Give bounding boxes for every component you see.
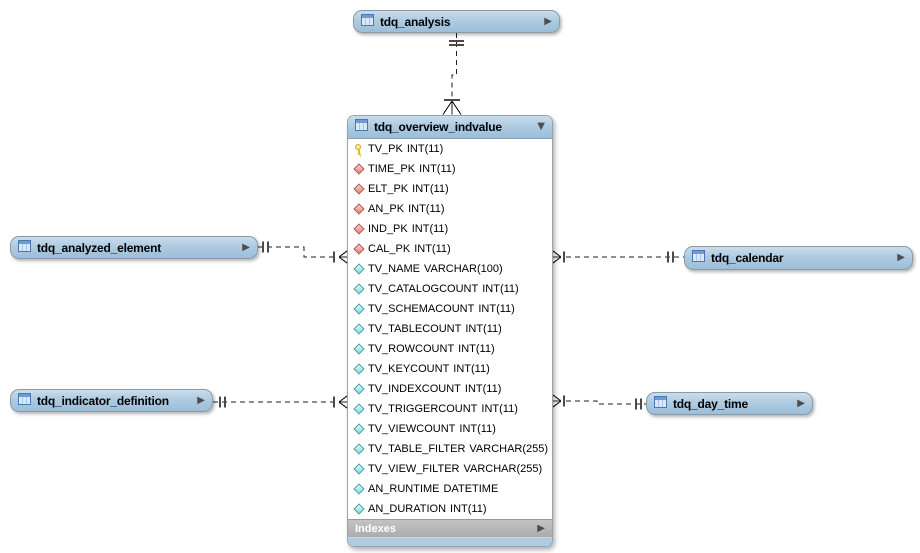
table-icon <box>18 392 31 410</box>
column-icon <box>353 464 364 475</box>
column-list: TV_PK INT(11) TIME_PK INT(11) ELT_PK INT… <box>348 139 552 519</box>
indexes-section-bar[interactable]: Indexes ▶ <box>348 519 552 537</box>
column-row[interactable]: AN_DURATION INT(11) <box>348 499 552 519</box>
column-icon <box>353 344 364 355</box>
foreign-key-icon <box>353 164 364 175</box>
column-row[interactable]: TV_VIEW_FILTER VARCHAR(255) <box>348 459 552 479</box>
column-icon <box>353 484 364 495</box>
table-icon <box>355 118 368 136</box>
column-row[interactable]: TV_NAME VARCHAR(100) <box>348 259 552 279</box>
column-icon <box>353 444 364 455</box>
table-icon <box>18 239 31 257</box>
column-row[interactable]: TV_KEYCOUNT INT(11) <box>348 359 552 379</box>
relationship-tdq-indicator-definition[interactable] <box>213 395 348 409</box>
table-icon <box>361 13 374 31</box>
column-row[interactable]: ELT_PK INT(11) <box>348 179 552 199</box>
table-icon <box>654 395 667 413</box>
foreign-key-icon <box>353 224 364 235</box>
foreign-key-icon <box>353 204 364 215</box>
expand-arrow-icon[interactable]: ▶ <box>242 241 250 253</box>
column-icon <box>353 364 364 375</box>
column-row[interactable]: TV_TABLECOUNT INT(11) <box>348 319 552 339</box>
table-footer <box>348 537 552 546</box>
table-tdq-indicator-definition[interactable]: tdq_indicator_definition ▶ <box>10 389 213 412</box>
column-icon <box>353 424 364 435</box>
expand-arrow-icon[interactable]: ▶ <box>537 522 545 534</box>
column-row[interactable]: CAL_PK INT(11) <box>348 239 552 259</box>
column-row[interactable]: TV_INDEXCOUNT INT(11) <box>348 379 552 399</box>
expand-arrow-icon[interactable]: ▶ <box>544 15 552 27</box>
column-row[interactable]: TV_CATALOGCOUNT INT(11) <box>348 279 552 299</box>
column-icon <box>353 404 364 415</box>
column-icon <box>353 504 364 515</box>
column-icon <box>353 324 364 335</box>
table-name: tdq_overview_indvalue <box>374 120 502 134</box>
table-name: tdq_analysis <box>380 14 451 29</box>
column-icon <box>353 304 364 315</box>
column-icon <box>353 284 364 295</box>
column-icon <box>353 264 364 275</box>
foreign-key-icon <box>353 184 364 195</box>
table-name: tdq_indicator_definition <box>37 393 169 408</box>
column-row[interactable]: TV_VIEWCOUNT INT(11) <box>348 419 552 439</box>
column-row[interactable]: AN_PK INT(11) <box>348 199 552 219</box>
primary-key-icon <box>353 143 364 155</box>
relationship-tdq-calendar[interactable] <box>552 250 684 264</box>
column-row[interactable]: TV_TABLE_FILTER VARCHAR(255) <box>348 439 552 459</box>
column-icon <box>353 384 364 395</box>
table-tdq-analysis[interactable]: tdq_analysis ▶ <box>353 10 560 33</box>
table-tdq-overview-indvalue[interactable]: tdq_overview_indvalue ▼ TV_PK INT(11) TI… <box>347 115 553 547</box>
column-row[interactable]: TIME_PK INT(11) <box>348 159 552 179</box>
column-row[interactable]: TV_TRIGGERCOUNT INT(11) <box>348 399 552 419</box>
collapse-arrow-icon[interactable]: ▼ <box>537 121 545 132</box>
expand-arrow-icon[interactable]: ▶ <box>897 252 905 263</box>
column-row[interactable]: AN_RUNTIME DATETIME <box>348 479 552 499</box>
table-name: tdq_day_time <box>673 396 748 411</box>
relationship-tdq-analyzed-element[interactable] <box>258 241 348 264</box>
foreign-key-icon <box>353 244 364 255</box>
table-tdq-calendar[interactable]: tdq_calendar ▶ <box>684 246 913 270</box>
table-tdq-day-time[interactable]: tdq_day_time ▶ <box>646 392 813 415</box>
column-row[interactable]: TV_SCHEMACOUNT INT(11) <box>348 299 552 319</box>
relationship-tdq-analysis[interactable] <box>442 33 464 115</box>
column-row[interactable]: TV_PK INT(11) <box>348 139 552 159</box>
relationship-tdq-day-time[interactable] <box>552 394 646 410</box>
column-row[interactable]: IND_PK INT(11) <box>348 219 552 239</box>
table-icon <box>692 249 705 267</box>
table-name: tdq_analyzed_element <box>37 240 162 255</box>
table-header[interactable]: tdq_overview_indvalue ▼ <box>348 116 552 139</box>
expand-arrow-icon[interactable]: ▶ <box>197 394 205 406</box>
column-row[interactable]: TV_ROWCOUNT INT(11) <box>348 339 552 359</box>
table-name: tdq_calendar <box>711 251 784 265</box>
table-tdq-analyzed-element[interactable]: tdq_analyzed_element ▶ <box>10 236 258 259</box>
indexes-label: Indexes <box>355 522 396 535</box>
expand-arrow-icon[interactable]: ▶ <box>797 397 805 409</box>
